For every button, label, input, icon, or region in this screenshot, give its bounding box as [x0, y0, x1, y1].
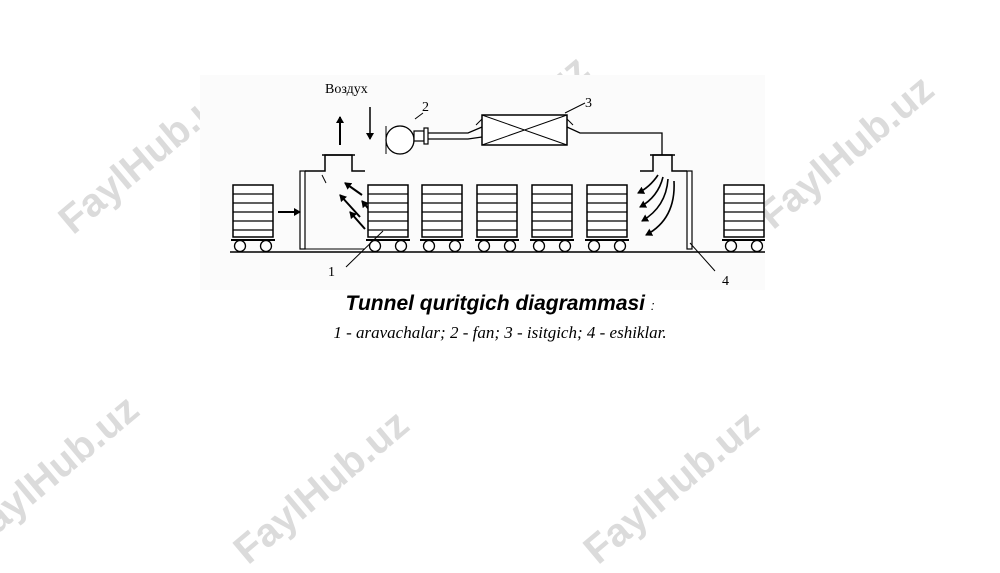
flow-arrow [637, 174, 659, 194]
caption-legend: 1 - aravachalar; 2 - fan; 3 - isitgich; … [333, 323, 667, 342]
flow-arrow [339, 194, 361, 218]
outlet-door [686, 170, 693, 250]
caption-colon: : [650, 298, 655, 313]
cart [722, 184, 765, 253]
watermark-text: FaylHub.uz [0, 386, 148, 558]
diagram-panel [200, 75, 765, 290]
cart [366, 184, 410, 253]
cart [475, 184, 519, 253]
flow-arrow [641, 178, 669, 222]
marker-4: 4 [722, 274, 729, 289]
marker-3: 3 [585, 96, 592, 111]
watermark-text: FaylHub.uz [575, 401, 768, 573]
marker-2: 2 [422, 100, 429, 115]
heater [475, 114, 574, 146]
duct [428, 126, 483, 134]
flow-arrow [639, 176, 664, 208]
air-label: Воздух [325, 82, 368, 97]
flow-arrow [349, 211, 366, 230]
cart [420, 184, 464, 253]
caption-title-text: Tunnel quritgich diagrammasi [345, 292, 646, 315]
watermark-text: FaylHub.uz [225, 401, 418, 573]
fan [385, 125, 429, 155]
tunnel-dryer-diagram: Воздух 2 3 1 4 [230, 82, 765, 289]
watermark-text: FaylHub.uz [750, 66, 943, 238]
exhaust-chamber [305, 154, 365, 172]
marker-1: 1 [328, 265, 335, 280]
cart [585, 184, 629, 253]
inlet-door [299, 170, 306, 250]
flow-arrow [645, 180, 675, 236]
supply-chamber [640, 154, 687, 172]
flow-arrow [344, 182, 363, 196]
cart [231, 184, 275, 253]
cart [530, 184, 574, 253]
caption-title: Tunnel quritgich diagrammasi : [0, 292, 1000, 316]
